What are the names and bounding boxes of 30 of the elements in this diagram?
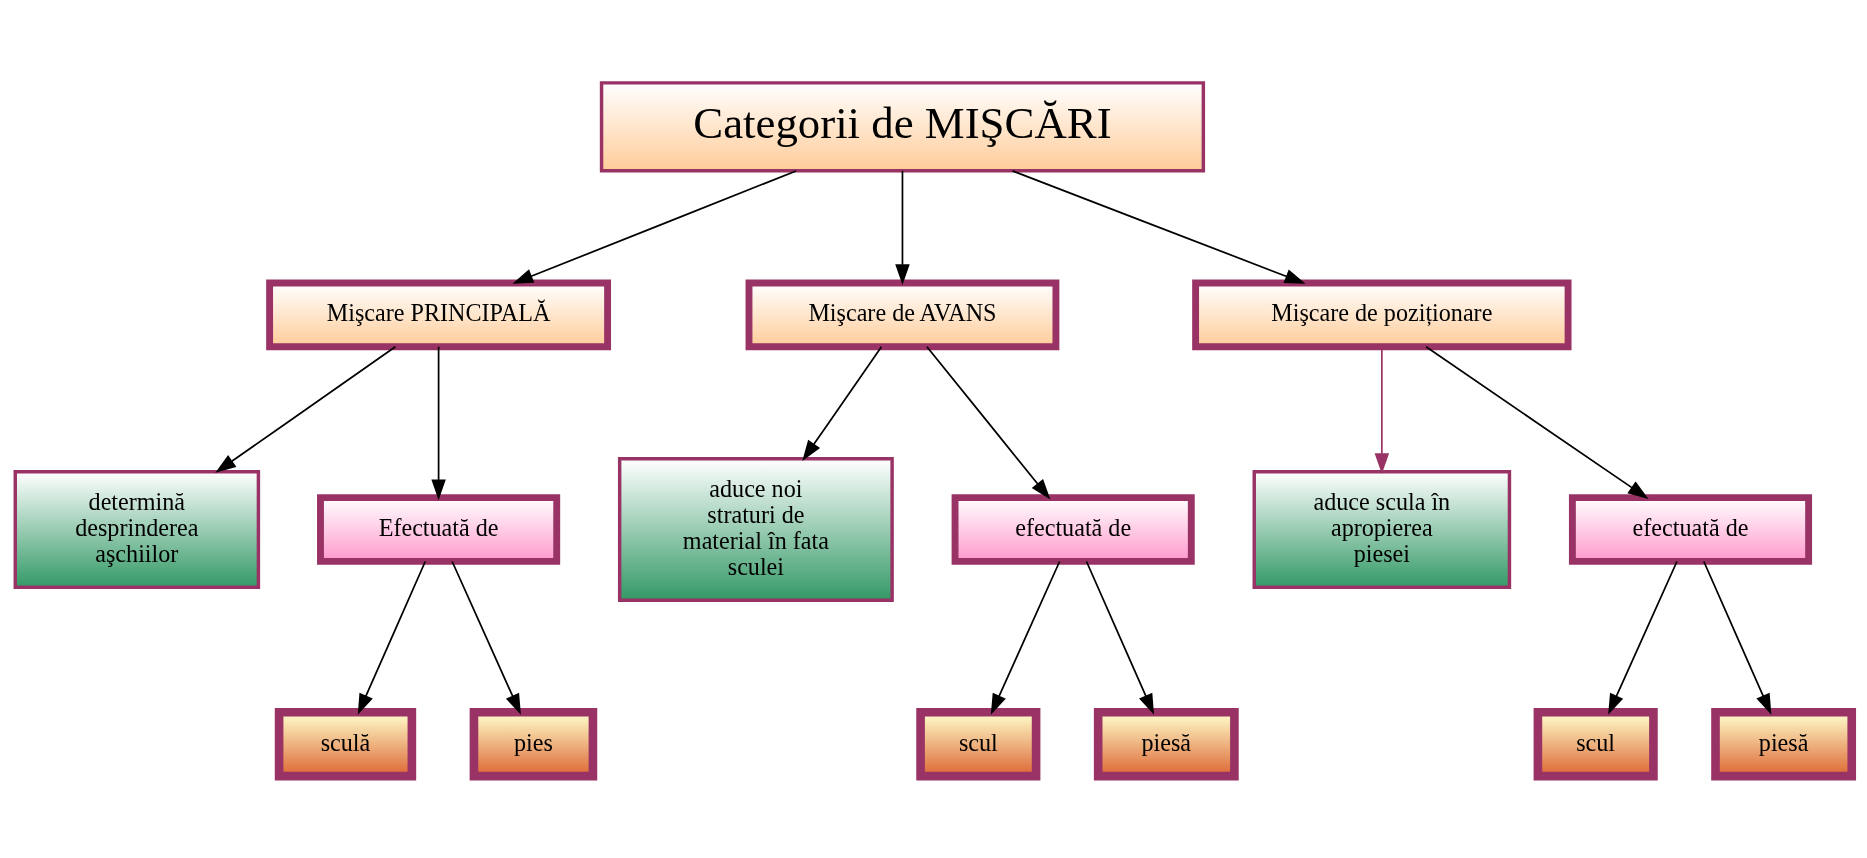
arrow	[451, 560, 521, 715]
arrow	[431, 345, 446, 500]
node-box: determină desprinderea aşchiilor	[13, 469, 261, 589]
node-box: sculă	[274, 707, 417, 780]
node-box: Categorii de MIŞCĂRI	[599, 80, 1206, 173]
arrow	[1011, 169, 1306, 284]
arrow	[1425, 345, 1649, 499]
node-box: aduce scula în apropierea piesei	[1252, 469, 1512, 589]
node-box: Mişcare de AVANS	[745, 279, 1060, 350]
node-box: Efectuată de	[317, 493, 561, 565]
node-box: scul	[1533, 707, 1658, 780]
arrow	[215, 345, 397, 473]
arrow	[1703, 560, 1772, 715]
arrow	[357, 560, 427, 715]
node-box: efectuată de	[1568, 493, 1813, 565]
arrow	[512, 169, 797, 284]
arrow	[926, 345, 1051, 500]
arrow	[1608, 560, 1678, 715]
node-box: Mişcare de poziționare	[1192, 279, 1572, 350]
node-box: efectuată de	[951, 493, 1195, 565]
arrow	[802, 345, 883, 461]
node-box: Mişcare PRINCIPALĂ	[266, 279, 612, 350]
node-box: scul	[916, 707, 1041, 780]
node-box: piesă	[1093, 707, 1239, 780]
node-box: aduce noi straturi de material în fata sculei	[617, 456, 894, 602]
node-box: pies	[469, 707, 598, 780]
arrow	[895, 169, 910, 285]
arrow	[1085, 560, 1155, 715]
node-box: piesă	[1711, 707, 1857, 780]
arrow	[990, 560, 1061, 715]
